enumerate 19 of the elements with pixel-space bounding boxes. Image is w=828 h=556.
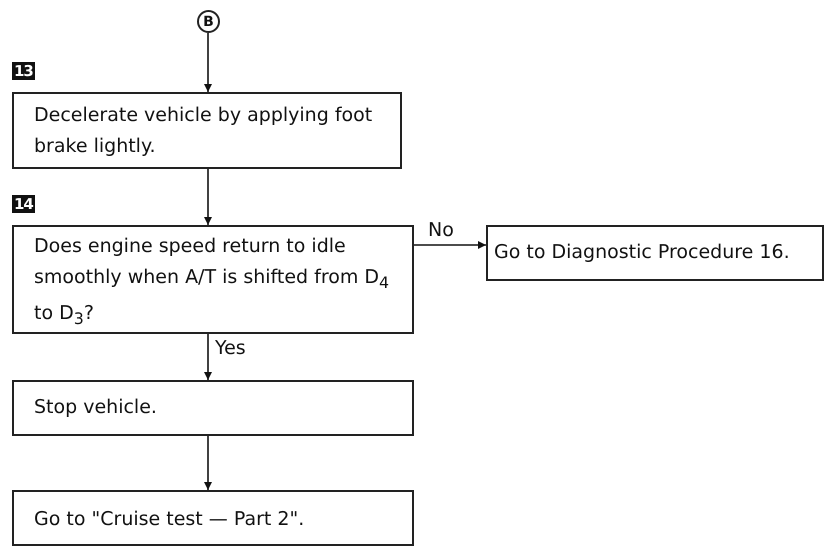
arrow: [414, 241, 486, 249]
step-text: Does engine speed return to idle smoothly when A/T is shifted from D$_{4}$ to D$_{3}$?: [34, 234, 390, 330]
process-box: [486, 225, 824, 281]
process-box: [12, 490, 414, 546]
connector-circle: [197, 10, 220, 33]
arrow: [204, 169, 212, 225]
arrow: [204, 334, 212, 380]
process-box: [12, 92, 402, 169]
step-number: 13: [12, 62, 35, 80]
step-number: 14: [12, 195, 35, 213]
step-text: Stop vehicle.: [34, 395, 158, 420]
arrow: [204, 33, 212, 92]
step-text: Go to Diagnostic Procedure 16.: [494, 240, 791, 265]
arrow: [204, 436, 212, 490]
step-text: Decelerate vehicle by applying foot brake lightly.: [34, 103, 374, 159]
decision-box: [12, 225, 414, 334]
connector-letter: B: [203, 14, 214, 28]
process-box: [12, 380, 414, 436]
step-text: Go to "Cruise test — Part 2".: [34, 507, 306, 532]
